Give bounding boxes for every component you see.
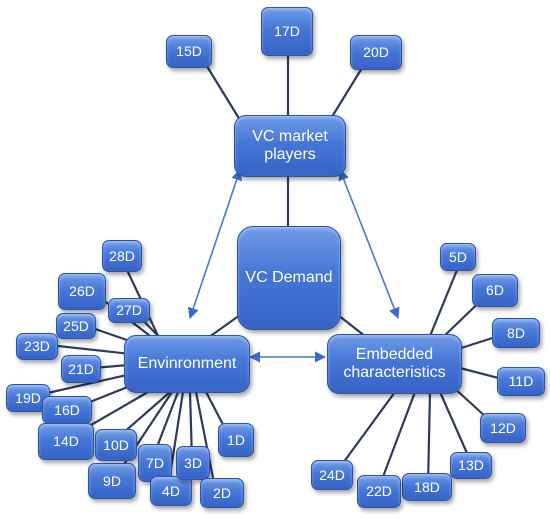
factor-4d: 4D <box>150 476 192 506</box>
factor-13d: 13D <box>450 452 492 479</box>
factor-7d: 7D <box>138 444 172 482</box>
factor-21d: 21D <box>61 355 101 383</box>
factor-14d: 14D <box>38 423 94 460</box>
factor-2d: 2D <box>200 478 244 508</box>
factor-18d: 18D <box>402 473 452 501</box>
factor-27d: 27D <box>108 298 150 323</box>
factor-3d: 3D <box>176 446 210 480</box>
node-environment: Envinronment <box>124 335 250 393</box>
factor-15d: 15D <box>166 35 212 68</box>
factor-23d: 23D <box>16 333 58 360</box>
factor-8d: 8D <box>492 318 540 348</box>
factor-24d: 24D <box>311 460 353 490</box>
factor-17d: 17D <box>261 7 313 56</box>
factor-25d: 25D <box>56 313 96 339</box>
factor-11d: 11D <box>497 367 545 396</box>
factor-22d: 22D <box>357 475 401 508</box>
factor-9d: 9D <box>88 463 136 499</box>
factor-16d: 16D <box>42 396 92 424</box>
factor-12d: 12D <box>480 413 526 443</box>
factor-28d: 28D <box>102 240 142 272</box>
node-vc-demand: VC Demand <box>237 226 341 330</box>
factor-20d: 20D <box>350 35 402 70</box>
node-market-players: VC market players <box>234 115 346 177</box>
factor-26d: 26D <box>58 273 106 310</box>
factor-5d: 5D <box>440 243 476 271</box>
factor-6d: 6D <box>472 274 518 307</box>
factor-1d: 1D <box>218 423 254 457</box>
node-embedded-characteristics: Embedded characteristics <box>327 334 462 394</box>
factor-10d: 10D <box>95 429 137 461</box>
